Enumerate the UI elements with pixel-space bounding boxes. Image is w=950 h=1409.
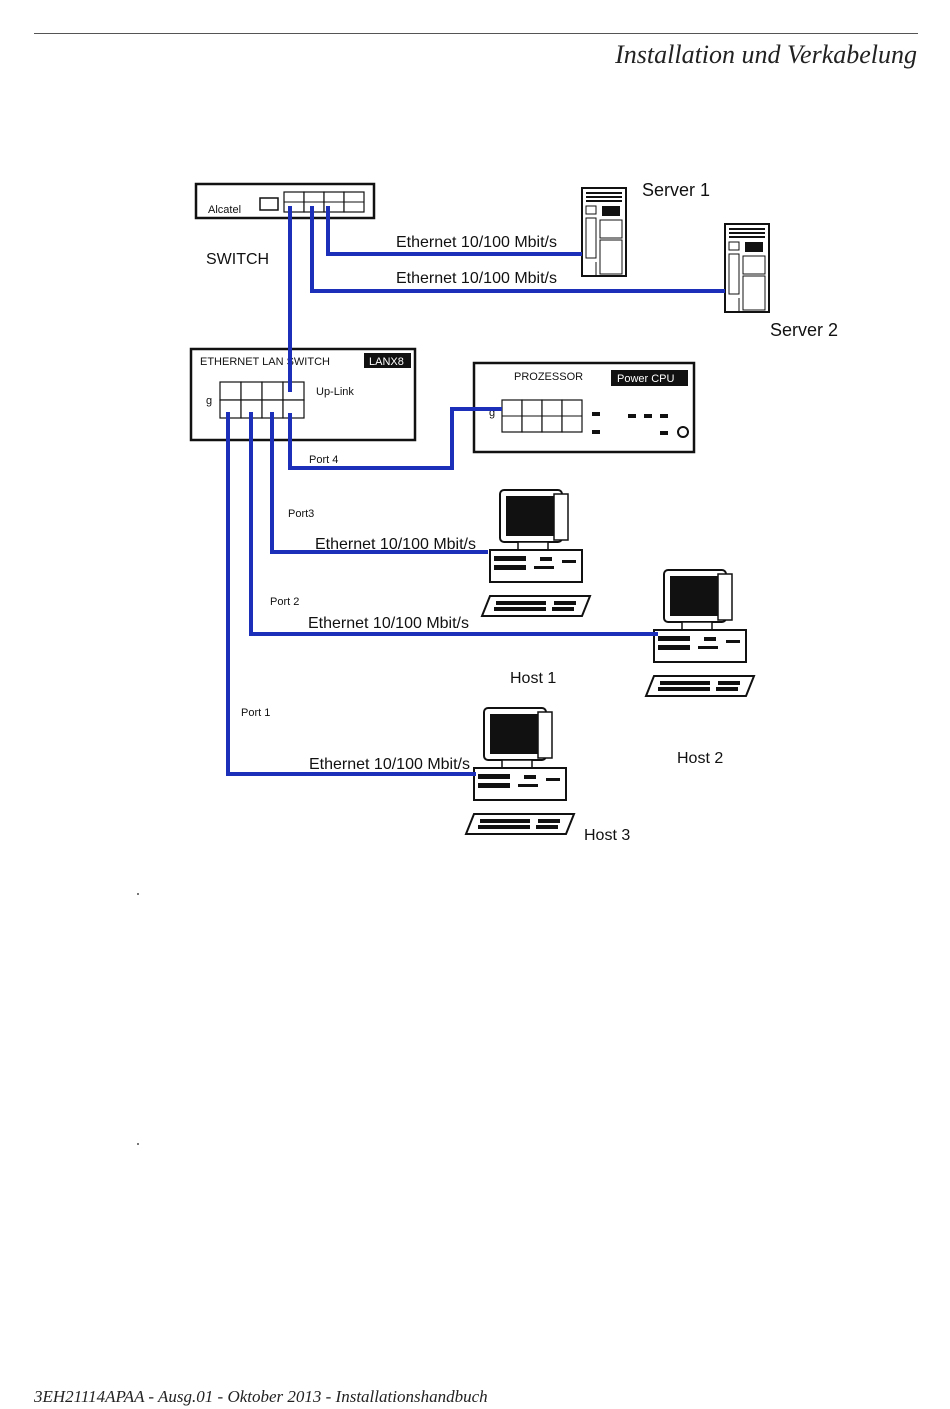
link-label-host-1: Ethernet 10/100 Mbit/s — [315, 536, 476, 553]
lan-port-marker: g — [206, 395, 212, 407]
stray-dot — [137, 893, 139, 895]
server-2-label: Server 2 — [770, 320, 838, 340]
host-2-icon — [645, 569, 755, 697]
host-3-label: Host 3 — [584, 827, 630, 844]
link-label-host-3: Ethernet 10/100 Mbit/s — [309, 756, 470, 773]
host-2-label: Host 2 — [677, 750, 723, 767]
lan-switch-title: ETHERNET LAN SWITCH — [200, 356, 330, 368]
processor-unit: PROZESSOR Power CPU g — [472, 361, 696, 454]
link-label-server-1: Ethernet 10/100 Mbit/s — [396, 234, 557, 251]
server-1-label: Server 1 — [642, 180, 710, 200]
link-label-server-2: Ethernet 10/100 Mbit/s — [396, 270, 557, 287]
host-1-icon — [481, 489, 591, 617]
page-footer: 3EH21114APAA - Ausg.01 - Oktober 2013 - … — [34, 1387, 488, 1406]
lan-switch-badge: LANX8 — [369, 356, 404, 368]
link-label-host-2: Ethernet 10/100 Mbit/s — [308, 615, 469, 632]
switch-ports — [283, 191, 365, 213]
switch-caption: SWITCH — [206, 251, 269, 268]
port-4-label: Port 4 — [309, 454, 338, 466]
page-header-title: Installation und Verkabelung — [615, 40, 917, 69]
port-3-label: Port3 — [288, 508, 314, 520]
top-switch: Alcatel — [194, 182, 376, 220]
port-2-label: Port 2 — [270, 596, 299, 608]
stray-dot — [137, 1143, 139, 1145]
ethernet-cables — [226, 206, 725, 776]
lan-switch-ports — [219, 381, 305, 419]
server-2-icon — [724, 223, 770, 313]
processor-badge: Power CPU — [617, 373, 675, 385]
port-1-label: Port 1 — [241, 707, 270, 719]
host-1-label: Host 1 — [510, 670, 556, 687]
server-1-icon — [581, 187, 627, 277]
processor-port-marker: g — [489, 407, 495, 419]
uplink-label: Up-Link — [316, 386, 354, 398]
processor-ports — [501, 399, 583, 433]
switch-brand-label: Alcatel — [208, 204, 241, 216]
header-rule — [34, 33, 918, 34]
processor-title: PROZESSOR — [514, 371, 583, 383]
lan-switch: ETHERNET LAN SWITCH LANX8 Up-Link g — [189, 347, 417, 442]
host-3-icon — [465, 707, 575, 835]
